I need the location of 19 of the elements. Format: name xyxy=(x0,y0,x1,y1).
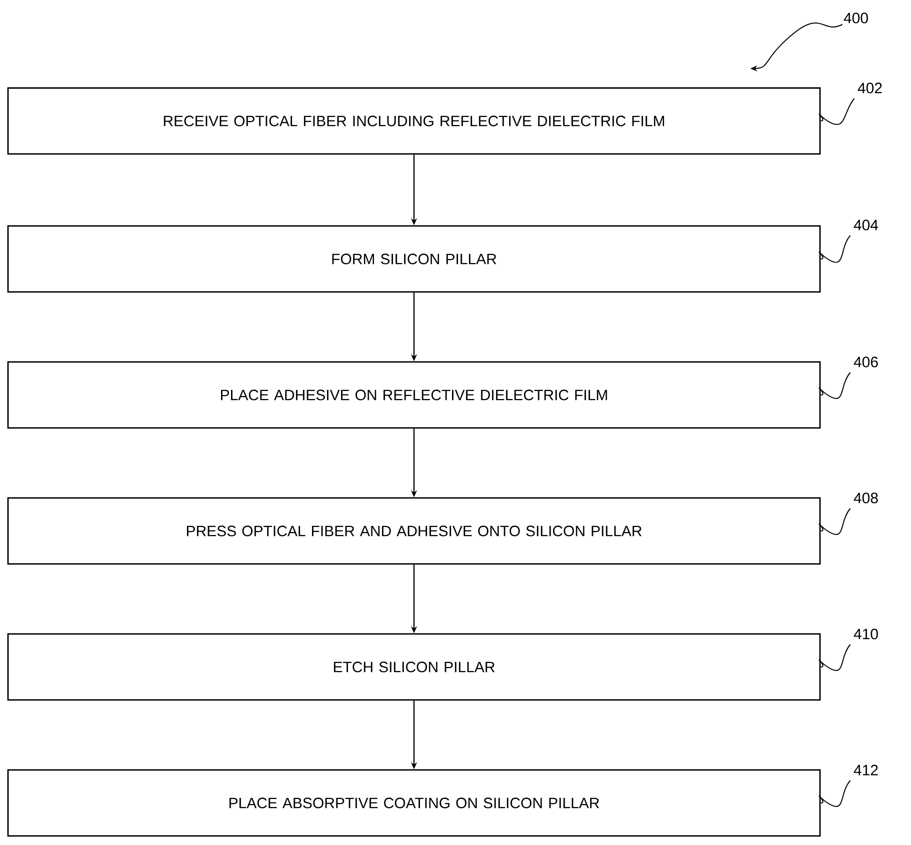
leader-line xyxy=(818,508,851,535)
process-box: RECEIVE OPTICAL FIBER INCLUDING REFLECTIVE DIELECTRIC FILM xyxy=(7,87,821,155)
process-box: PRESS OPTICAL FIBER AND ADHESIVE ONTO SILICON PILLAR xyxy=(7,497,821,565)
process-box: ETCH SILICON PILLAR xyxy=(7,633,821,701)
leader-line xyxy=(818,644,851,671)
process-box: FORM SILICON PILLAR xyxy=(7,225,821,293)
callout-number: 412 xyxy=(854,764,878,776)
callout-number: 400 xyxy=(844,12,868,24)
callout-number: 404 xyxy=(854,220,878,230)
callout-number: 402 xyxy=(858,82,882,94)
callout-number: 408 xyxy=(854,492,878,504)
process-box: PLACE ADHESIVE ON REFLECTIVE DIELECTRIC FILM xyxy=(7,361,821,429)
leader-line xyxy=(818,372,851,399)
leader-line xyxy=(818,235,851,263)
process-box: PLACE ABSORPTIVE COATING ON SILICON PILLAR xyxy=(7,769,821,837)
leader-line xyxy=(818,98,855,125)
leader-line xyxy=(818,780,851,807)
callout-number: 410 xyxy=(854,628,878,640)
callout-number: 406 xyxy=(854,356,878,368)
